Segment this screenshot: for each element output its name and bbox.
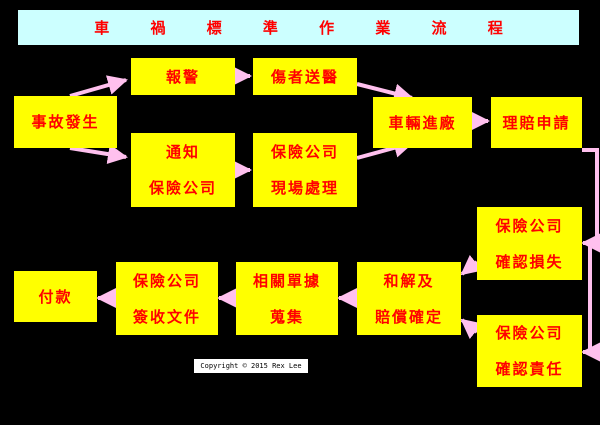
node-accident-line-1: 事故發生 xyxy=(31,113,100,131)
node-liability-line-2: 確認責任 xyxy=(495,360,564,378)
page-title: 車 禍 標 準 作 業 流 程 xyxy=(18,10,579,45)
node-settlement-line-1: 和解及 xyxy=(383,271,435,290)
node-claim-line-1: 理賠申請 xyxy=(502,113,571,132)
node-payment: 付款 xyxy=(14,271,97,322)
node-sign-line-2: 簽收文件 xyxy=(132,307,201,326)
node-loss-line-2: 確認損失 xyxy=(495,252,564,271)
node-sign-line-1: 保險公司 xyxy=(132,271,201,290)
arrow-hospital-to-repair xyxy=(356,82,414,104)
node-hospital-line-1: 傷者送醫 xyxy=(270,67,339,86)
node-notify-line-2: 保險公司 xyxy=(148,179,217,197)
node-onsite-line-2: 現場處理 xyxy=(270,179,339,197)
node-settlement: 和解及 賠償確定 xyxy=(357,262,461,335)
arrow-liability-to-settlement xyxy=(460,318,483,340)
node-sign: 保險公司 簽收文件 xyxy=(116,262,218,335)
node-loss-line-1: 保險公司 xyxy=(495,216,564,235)
node-notify: 通知 保險公司 xyxy=(131,133,235,207)
node-payment-line-1: 付款 xyxy=(38,287,73,306)
node-documents-line-2: 蒐集 xyxy=(269,307,304,326)
node-liability-line-1: 保險公司 xyxy=(495,324,564,342)
arrow-claim-to-loss xyxy=(581,148,600,253)
arrow-accident-to-report xyxy=(69,75,128,98)
node-settlement-line-2: 賠償確定 xyxy=(374,307,443,326)
node-notify-line-1: 通知 xyxy=(165,143,200,161)
node-claim: 理賠申請 xyxy=(491,97,582,148)
node-repair: 車輛進廠 xyxy=(373,97,472,148)
node-hospital: 傷者送醫 xyxy=(253,58,357,95)
node-onsite: 保險公司 現場處理 xyxy=(253,133,357,207)
node-loss: 保險公司 確認損失 xyxy=(477,207,582,280)
arrow-loss-to-settlement xyxy=(460,254,483,276)
node-report-line-1: 報警 xyxy=(165,67,200,86)
node-documents-line-1: 相關單據 xyxy=(252,271,321,290)
copyright-notice: Copyright © 2015 Rex Lee xyxy=(194,359,308,373)
node-liability: 保險公司 確認責任 xyxy=(477,315,582,387)
node-report: 報警 xyxy=(131,58,235,95)
node-documents: 相關單據 蒐集 xyxy=(236,262,338,335)
node-accident: 事故發生 xyxy=(14,96,117,148)
node-repair-line-1: 車輛進廠 xyxy=(388,113,457,132)
arrow-claim-to-liability xyxy=(581,243,600,362)
node-onsite-line-1: 保險公司 xyxy=(270,143,339,161)
arrow-accident-to-notify xyxy=(69,144,128,165)
